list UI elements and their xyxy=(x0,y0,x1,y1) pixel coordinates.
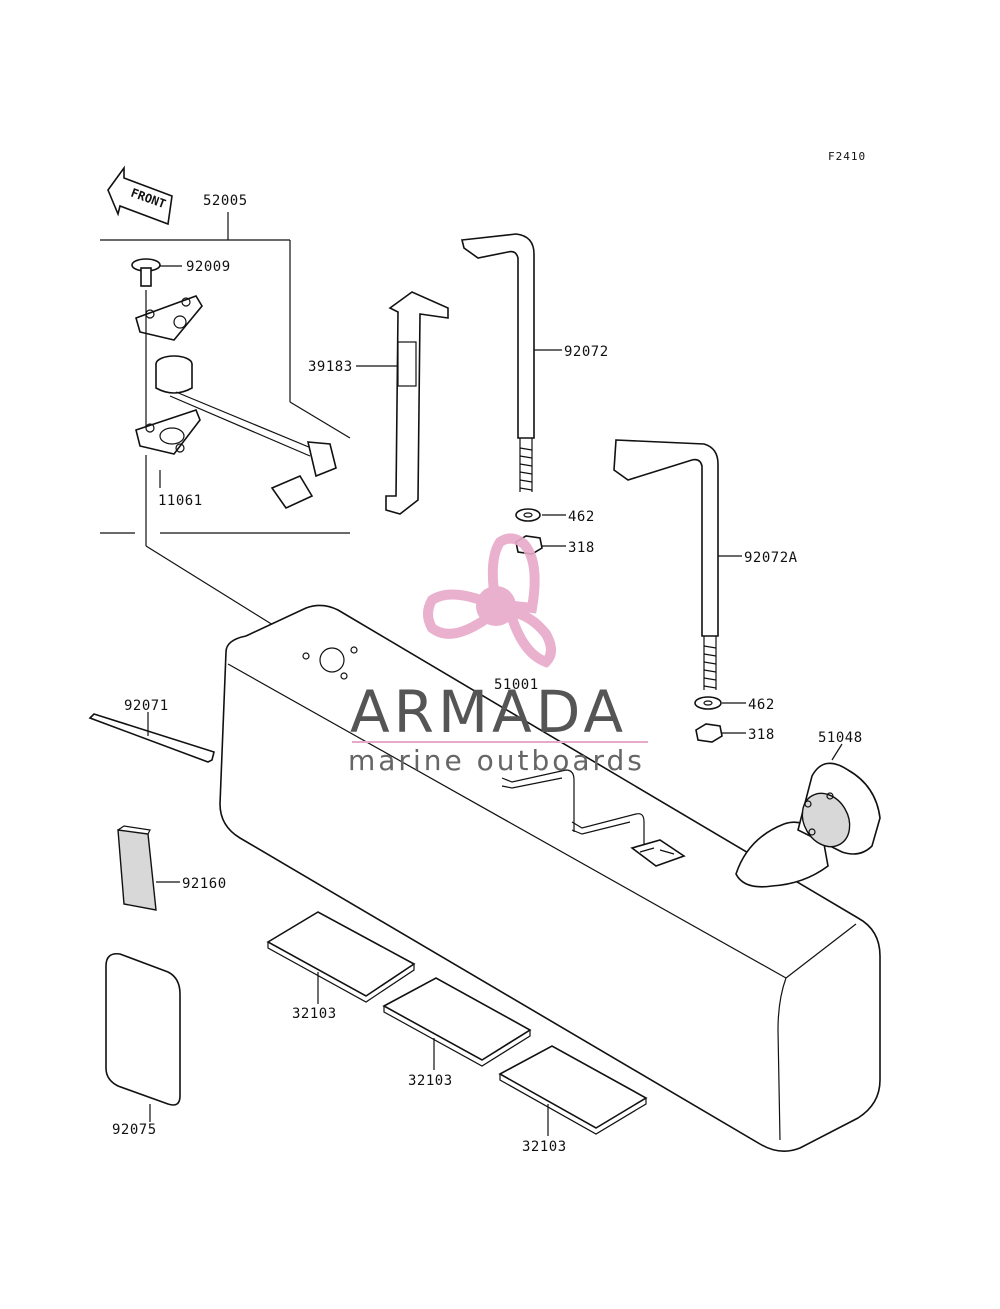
gasket-plate-lower xyxy=(135,409,201,488)
pad-92160 xyxy=(117,825,180,911)
label-11061: 11061 xyxy=(158,493,203,509)
band-92072A xyxy=(613,439,742,690)
label-32103-a: 32103 xyxy=(292,1006,337,1022)
screw-92009 xyxy=(131,258,182,287)
washer-462-lower xyxy=(694,696,746,710)
label-92075: 92075 xyxy=(112,1122,157,1138)
label-92072: 92072 xyxy=(564,344,609,360)
label-92072A: 92072A xyxy=(744,550,798,566)
strap-92071 xyxy=(88,712,215,763)
label-92071: 92071 xyxy=(124,698,169,714)
label-32103-c: 32103 xyxy=(522,1139,567,1155)
rubber-pad-32103-a xyxy=(266,911,416,1004)
watermark-tagline: marine outboards xyxy=(348,744,645,777)
fuel-sender-11061 xyxy=(145,290,337,510)
rubber-pad-32103-c xyxy=(498,1045,648,1136)
label-462-upper: 462 xyxy=(568,509,595,525)
label-51001: 51001 xyxy=(494,677,539,693)
watermark-brand: ARMADA xyxy=(350,678,627,746)
pad-92075 xyxy=(105,952,181,1122)
label-52005: 52005 xyxy=(203,193,248,209)
filler-cap-51048 xyxy=(735,743,881,888)
label-318-lower: 318 xyxy=(748,727,775,743)
label-92160: 92160 xyxy=(182,876,227,892)
label-92009: 92009 xyxy=(186,259,231,275)
label-318-upper: 318 xyxy=(568,540,595,556)
gasket-plate-upper xyxy=(135,295,203,341)
label-462-lower: 462 xyxy=(748,697,775,713)
rubber-pad-32103-b xyxy=(382,977,532,1070)
label-39183: 39183 xyxy=(308,359,353,375)
band-92072 xyxy=(461,233,562,492)
label-51048: 51048 xyxy=(818,730,863,746)
armada-logo-icon xyxy=(423,533,556,668)
kit-bracket xyxy=(100,212,351,534)
washer-462-upper xyxy=(515,508,566,522)
figure-code: F2410 xyxy=(828,150,866,163)
bracket-39183 xyxy=(356,291,449,515)
front-arrow-icon: FRONT xyxy=(107,165,173,226)
label-32103-b: 32103 xyxy=(408,1073,453,1089)
nut-318-lower xyxy=(695,723,746,743)
